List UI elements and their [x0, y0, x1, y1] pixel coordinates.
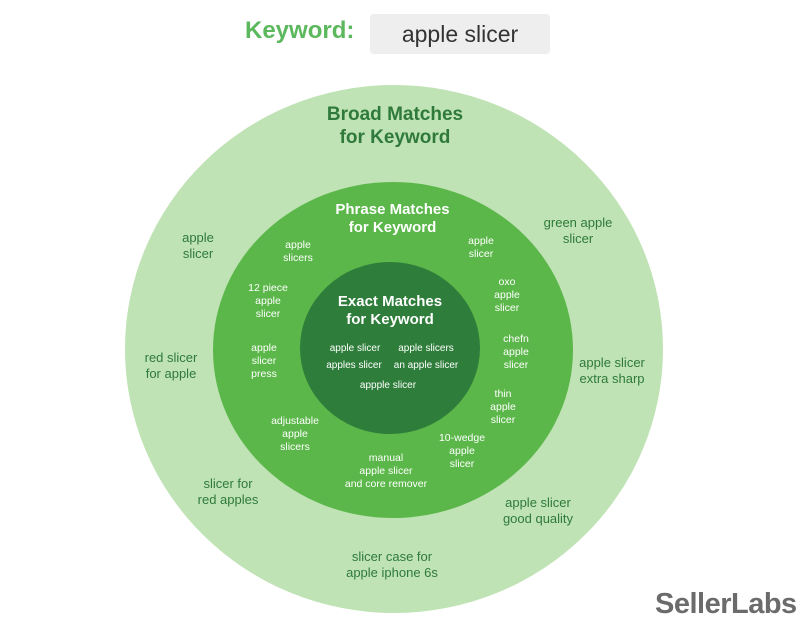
keyword-value-box: apple slicer	[370, 14, 550, 54]
phrase-match-item: manual apple slicer and core remover	[345, 452, 427, 491]
item-line: slicer	[251, 355, 277, 368]
item-line: apple iphone 6s	[346, 565, 438, 581]
item-line: slicer	[503, 359, 529, 372]
item-line: red slicer	[144, 350, 198, 365]
item-line: apple	[285, 239, 311, 251]
item-line: red apples	[197, 492, 259, 508]
item-line: slicer for	[203, 476, 253, 491]
exact-match-item: apple slicer	[329, 343, 381, 354]
item-line: 12 piece	[248, 282, 288, 294]
item-line: apple slicer	[579, 355, 645, 370]
broad-title-line-1: Broad Matches	[326, 104, 464, 125]
phrase-match-item: apple slicer press	[251, 342, 277, 381]
item-line: adjustable	[271, 415, 319, 427]
item-line: apple	[282, 428, 308, 441]
broad-match-item: slicer for red apples	[198, 476, 259, 509]
item-line: 10-wedge	[438, 432, 486, 444]
phrase-match-item: 12 piece apple slicer	[248, 282, 288, 321]
item-line: slicer	[255, 308, 281, 321]
item-line: slicer	[490, 414, 516, 427]
exact-match-item: appple slicer	[359, 380, 417, 391]
exact-match-item: apple slicers	[398, 343, 454, 354]
item-line: apple slicer	[359, 465, 413, 478]
item-line: oxo	[498, 276, 516, 288]
item-line: slicer	[468, 248, 494, 261]
item-line: apple	[251, 342, 277, 354]
item-line: apple	[490, 401, 516, 414]
exact-title-line-1: Exact Matches	[337, 293, 443, 310]
broad-match-item: green apple slicer	[544, 215, 613, 248]
item-line: apple slicer	[505, 495, 571, 510]
item-line: extra sharp	[579, 371, 645, 387]
phrase-match-item: oxo apple slicer	[494, 276, 520, 315]
exact-match-item: an apple slicer	[393, 360, 459, 371]
phrase-match-item: apple slicers	[283, 239, 313, 265]
broad-match-item: apple slicer extra sharp	[579, 355, 645, 388]
broad-title-line-2: for Keyword	[339, 126, 451, 148]
item-line: apple	[449, 445, 475, 458]
item-line: slicer	[494, 302, 520, 315]
item-line: apple	[503, 346, 529, 359]
exact-match-circle	[300, 262, 480, 434]
phrase-match-item: adjustable apple slicers	[271, 415, 319, 454]
exact-match-item: apples slicer	[326, 360, 382, 371]
item-line: slicer	[182, 246, 214, 262]
broad-match-item: red slicer for apple	[145, 350, 198, 383]
item-line: for apple	[145, 366, 197, 382]
item-line: press	[251, 368, 277, 381]
broad-match-item: slicer case for apple iphone 6s	[346, 549, 438, 582]
item-line: apple	[182, 230, 214, 245]
exact-title-line-2: for Keyword	[346, 311, 434, 328]
phrase-matches-title: Phrase Matches for Keyword	[305, 201, 480, 237]
item-line: slicers	[280, 441, 310, 454]
phrase-title-line-2: for Keyword	[348, 219, 437, 236]
item-line: manual	[368, 452, 404, 464]
phrase-title-line-1: Phrase Matches	[335, 201, 450, 218]
item-line: apple	[468, 235, 494, 247]
phrase-match-item: thin apple slicer	[490, 388, 516, 427]
item-line: slicer case for	[351, 549, 433, 564]
item-line: thin	[494, 388, 512, 400]
keyword-label: Keyword:	[245, 17, 355, 44]
item-line: slicer	[449, 458, 475, 471]
item-line: slicer	[562, 231, 594, 247]
item-line: and core remover	[344, 478, 428, 491]
exact-matches-title: Exact Matches for Keyword	[315, 293, 465, 329]
item-line: slicers	[283, 252, 313, 265]
phrase-match-item: 10-wedge apple slicer	[439, 432, 485, 471]
item-line: green apple	[543, 215, 613, 230]
phrase-match-item: apple slicer	[468, 235, 494, 261]
item-line: apple	[255, 295, 281, 308]
sellerlabs-logo: SellerLabs	[655, 588, 797, 620]
broad-matches-title: Broad Matches for Keyword	[290, 104, 500, 150]
phrase-match-item: chefn apple slicer	[503, 333, 529, 372]
item-line: apple	[494, 289, 520, 302]
broad-match-item: apple slicer	[182, 230, 214, 263]
item-line: chefn	[503, 333, 529, 345]
broad-match-item: apple slicer good quality	[503, 495, 573, 528]
item-line: good quality	[502, 511, 574, 527]
